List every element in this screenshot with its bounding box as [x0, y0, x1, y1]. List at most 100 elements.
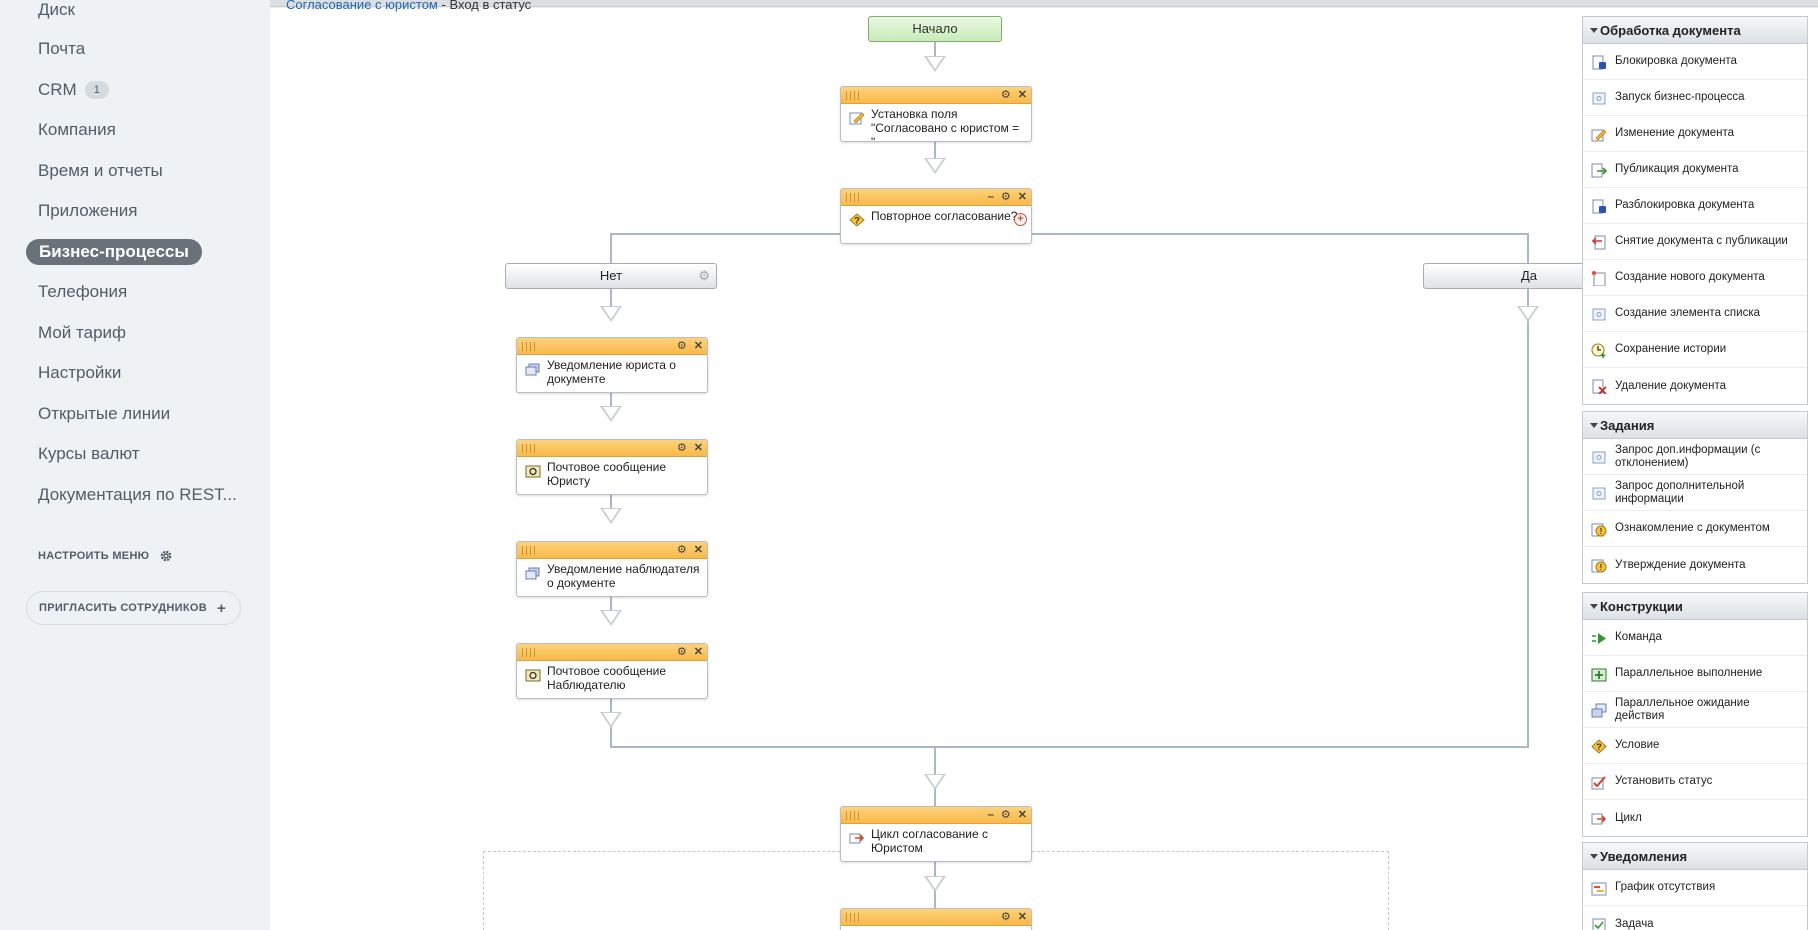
tool-unpublish-document[interactable]: Снятие документа с публикации — [1583, 224, 1807, 260]
close-icon[interactable]: ✕ — [693, 442, 703, 454]
gear-icon[interactable]: ⚙ — [1000, 809, 1011, 821]
activity-condition[interactable]: ‒⚙✕ ? Повторное согласование? + — [840, 188, 1032, 244]
activity-header[interactable]: ⚙✕ — [841, 909, 1031, 926]
tool-lock-document[interactable]: Блокировка документа — [1583, 44, 1807, 80]
activity-loop[interactable]: ‒⚙✕ Цикл согласование с Юристом — [840, 806, 1032, 862]
close-icon[interactable]: ✕ — [1017, 191, 1027, 203]
sidebar-item-mail[interactable]: Почта — [38, 36, 85, 62]
drag-handle-icon[interactable] — [846, 91, 862, 100]
sidebar-item-rest-docs[interactable]: Документация по REST... — [38, 482, 237, 508]
tool-delete-document[interactable]: Удаление документа — [1583, 368, 1807, 404]
tool-condition[interactable]: ?Условие — [1583, 728, 1807, 764]
add-branch-icon[interactable]: + — [1014, 213, 1027, 226]
sidebar-item-tariff[interactable]: Мой тариф — [38, 320, 126, 346]
activity-mail-lawyer[interactable]: ⚙✕ Почтовое сообщение Юристу — [516, 439, 708, 495]
breadcrumb-link[interactable]: Согласование с юристом — [286, 0, 438, 12]
drag-handle-icon[interactable] — [522, 546, 538, 555]
activity-header[interactable]: ⚙✕ — [517, 440, 707, 457]
minimize-icon[interactable]: ‒ — [987, 809, 994, 821]
tool-request-info-reject[interactable]: Запрос доп.информации (с отклонением) — [1583, 439, 1807, 475]
gear-icon[interactable]: ⚙ — [676, 340, 687, 352]
tool-start-business-process[interactable]: Запуск бизнес-процесса — [1583, 80, 1807, 116]
activity-notify-observer[interactable]: ⚙✕ Уведомление наблюдателя о документе — [516, 541, 708, 597]
tool-parallel-wait[interactable]: Параллельное ожидание действия — [1583, 692, 1807, 728]
sidebar-item-settings[interactable]: Настройки — [38, 360, 121, 386]
tool-publish-document[interactable]: Публикация документа — [1583, 152, 1807, 188]
tool-request-info[interactable]: Запрос дополнительной информации — [1583, 475, 1807, 511]
generic-activity-icon — [1592, 487, 1606, 500]
scrollbar-thumb[interactable] — [140, 0, 1818, 7]
review-task-icon: ! — [1591, 523, 1607, 537]
breadcrumb: Согласование с юристом - Вход в статус — [286, 0, 531, 12]
tool-unlock-document[interactable]: Разблокировка документа — [1583, 188, 1807, 224]
tool-label: Создание нового документа — [1615, 271, 1765, 283]
gear-icon[interactable]: ⚙ — [698, 268, 710, 283]
gear-icon[interactable]: ⚙ — [676, 544, 687, 556]
command-arrow-icon — [1592, 633, 1606, 644]
tool-create-document[interactable]: Создание нового документа — [1583, 260, 1807, 296]
group-title[interactable]: Обработка документа — [1583, 17, 1807, 44]
activity-header[interactable]: ‒ ⚙ ✕ — [841, 189, 1031, 206]
tool-task[interactable]: Задача — [1583, 906, 1807, 930]
invite-employees-button[interactable]: ПРИГЛАСИТЬ СОТРУДНИКОВ + — [26, 591, 242, 625]
delete-document-icon — [1592, 379, 1607, 394]
activity-header[interactable]: ⚙✕ — [517, 542, 707, 559]
activity-header[interactable]: ⚙✕ — [517, 644, 707, 661]
drag-handle-icon[interactable] — [522, 342, 538, 351]
drag-handle-icon[interactable] — [846, 913, 862, 922]
tool-loop[interactable]: Цикл — [1583, 800, 1807, 836]
tool-edit-document[interactable]: Изменение документа — [1583, 116, 1807, 152]
sidebar-item-open-lines[interactable]: Открытые линии — [38, 401, 170, 427]
tool-command[interactable]: Команда — [1583, 620, 1807, 656]
drag-handle-icon[interactable] — [846, 193, 862, 202]
close-icon[interactable]: ✕ — [693, 646, 703, 658]
group-title[interactable]: Уведомления — [1583, 843, 1807, 870]
tool-review-document[interactable]: !Ознакомление с документом — [1583, 511, 1807, 547]
drag-handle-icon[interactable] — [522, 444, 538, 453]
activity-next[interactable]: ⚙✕ — [840, 908, 1032, 930]
branch-no[interactable]: Нет⚙ — [505, 263, 717, 289]
close-icon[interactable]: ✕ — [1017, 89, 1027, 101]
close-icon[interactable]: ✕ — [1017, 911, 1027, 923]
activity-notify-lawyer[interactable]: ⚙✕ Уведомление юриста о документе — [516, 337, 708, 393]
top-scrollbar[interactable] — [0, 0, 1818, 8]
sidebar-item-disk[interactable]: Диск — [38, 0, 75, 23]
close-icon[interactable]: ✕ — [693, 544, 703, 556]
sidebar-item-time-reports[interactable]: Время и отчеты — [38, 158, 163, 184]
close-icon[interactable]: ✕ — [693, 340, 703, 352]
tool-set-status[interactable]: Установить статус — [1583, 764, 1807, 800]
generic-activity-icon — [1592, 308, 1606, 321]
gear-icon[interactable]: ⚙ — [676, 646, 687, 658]
sidebar-item-business-processes[interactable]: Бизнес-процессы — [26, 239, 202, 265]
sidebar-item-apps[interactable]: Приложения — [38, 198, 137, 224]
start-node[interactable]: Начало — [868, 16, 1002, 42]
gear-icon[interactable]: ⚙ — [1000, 89, 1011, 101]
drag-handle-icon[interactable] — [846, 811, 862, 820]
activity-header[interactable]: ⚙✕ — [517, 338, 707, 355]
configure-menu-button[interactable]: НАСТРОИТЬ МЕНЮ — [38, 549, 173, 563]
group-title[interactable]: Задания — [1583, 412, 1807, 439]
drag-handle-icon[interactable] — [522, 648, 538, 657]
connector-line — [610, 233, 612, 273]
activity-header[interactable]: ‒ ⚙ ✕ — [841, 807, 1031, 824]
sidebar-item-telephony[interactable]: Телефония — [38, 279, 127, 305]
close-icon[interactable]: ✕ — [1017, 809, 1027, 821]
tool-approve-document[interactable]: !Утверждение документа — [1583, 547, 1807, 583]
tool-parallel-execution[interactable]: Параллельное выполнение — [1583, 656, 1807, 692]
sidebar-item-currency[interactable]: Курсы валют — [38, 441, 140, 467]
activity-toolbox: Обработка документа Блокировка документа… — [1582, 14, 1808, 930]
tool-save-history[interactable]: Сохранение истории — [1583, 332, 1807, 368]
sidebar-item-company[interactable]: Компания — [38, 117, 116, 143]
tool-create-list-element[interactable]: Создание элемента списка — [1583, 296, 1807, 332]
new-document-icon — [1592, 271, 1606, 286]
minimize-icon[interactable]: ‒ — [987, 191, 994, 203]
activity-set-field[interactable]: ⚙✕ Установка поля "Согласовано с юристом… — [840, 86, 1032, 142]
gear-icon[interactable]: ⚙ — [1000, 911, 1011, 923]
activity-mail-observer[interactable]: ⚙✕ Почтовое сообщение Наблюдателю — [516, 643, 708, 699]
group-title[interactable]: Конструкции — [1583, 593, 1807, 620]
gear-icon[interactable]: ⚙ — [676, 442, 687, 454]
activity-header[interactable]: ⚙✕ — [841, 87, 1031, 104]
tool-absence-schedule[interactable]: График отсутствия — [1583, 870, 1807, 906]
gear-icon[interactable]: ⚙ — [1000, 191, 1011, 203]
